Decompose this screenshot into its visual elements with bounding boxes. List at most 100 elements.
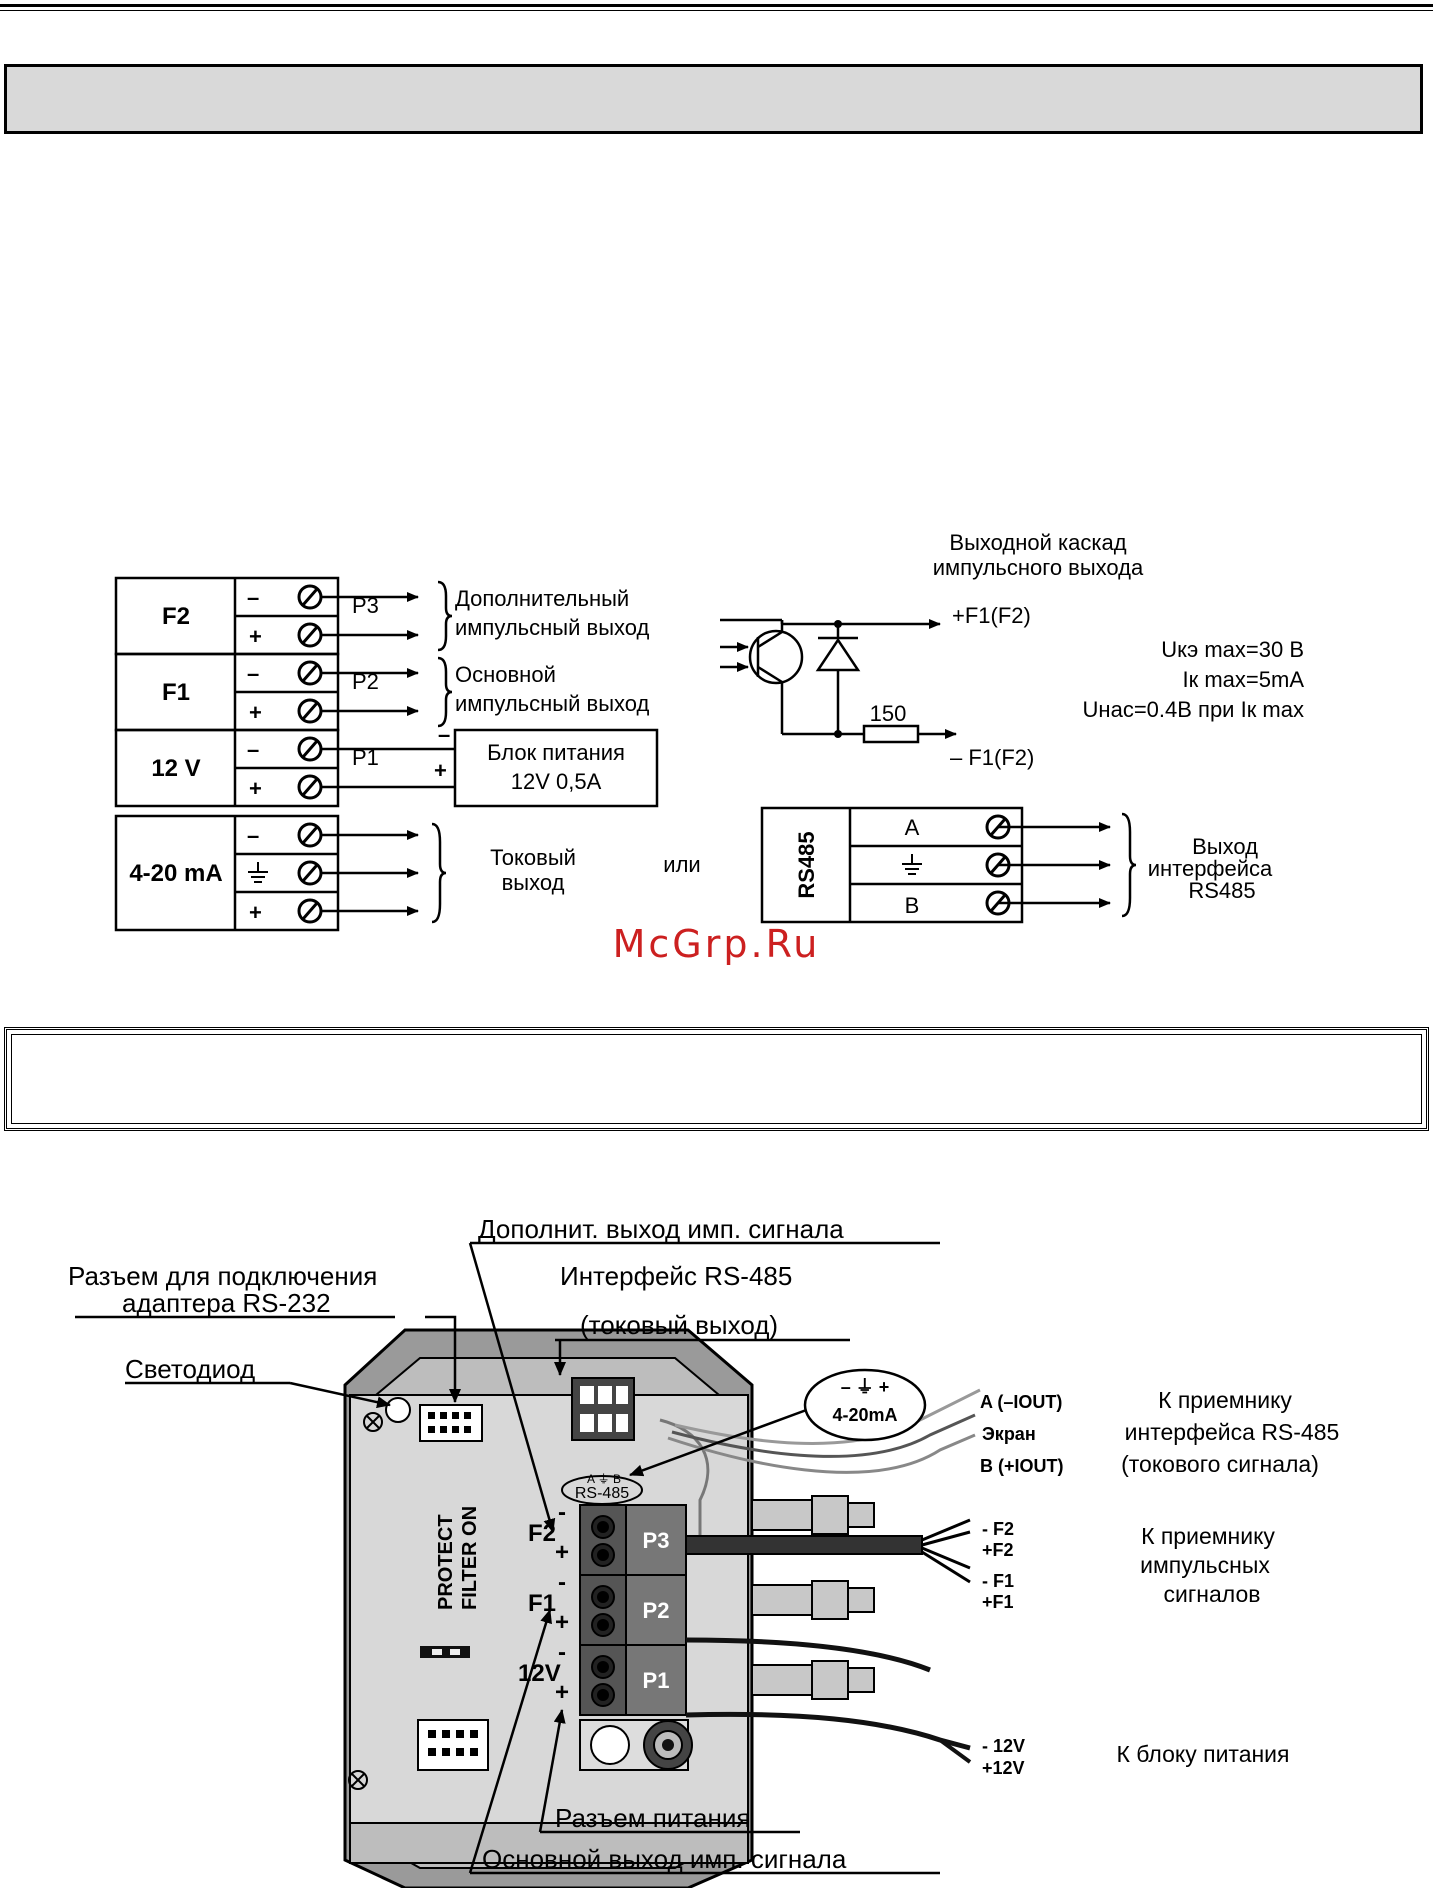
callout-main-out: Основной выход имп. сигнала	[482, 1844, 847, 1874]
sign-12v-minus: –	[247, 737, 259, 762]
bubble-4-20ma	[803, 1368, 927, 1442]
desc-aux-line1: Дополнительный	[455, 586, 629, 611]
recv-power: К блоку питания	[1117, 1741, 1290, 1767]
bracket-p2: Р2	[352, 669, 379, 694]
psu-line2: 12V 0,5A	[511, 769, 602, 794]
recv-rs485-line2: интерфейса RS-485	[1125, 1419, 1340, 1445]
bracket-p3: Р3	[352, 593, 379, 618]
svg-text:-: -	[558, 1569, 566, 1596]
bracket-p1: Р1	[352, 745, 379, 770]
bubble-signs: – ⏚ +	[841, 1377, 890, 1397]
v12-board-label: 12V	[518, 1660, 561, 1687]
power-connector	[579, 1719, 693, 1771]
mounting-screw-icon	[363, 1412, 383, 1432]
resistor-value: 150	[870, 701, 907, 726]
svg-text:+: +	[555, 1609, 569, 1636]
rs485-connector	[571, 1377, 635, 1441]
filter-jumper[interactable]	[420, 1646, 470, 1658]
rs485-row-b: B	[905, 893, 920, 918]
wire-screen: Экран	[982, 1424, 1036, 1444]
bubble-label: 4-20mA	[832, 1405, 897, 1425]
sign-ma-minus: –	[247, 823, 259, 848]
optocoupler-schematic	[720, 618, 957, 744]
svg-text:-: -	[558, 1639, 566, 1666]
recv-rs485-line1: К приемнику	[1158, 1387, 1292, 1413]
p2-label: P2	[643, 1598, 670, 1623]
callout-rs232-line1: Разъем для подключения	[68, 1261, 377, 1291]
p3-label: P3	[643, 1528, 670, 1553]
abk-mark: A ⏚ B	[587, 1472, 621, 1486]
wire-pf1: +F1	[982, 1592, 1014, 1612]
sign-f1-minus: –	[247, 661, 259, 686]
watermark: McGrp.Ru	[612, 922, 821, 966]
desc-main-line1: Основной	[455, 662, 556, 687]
current-out-line1: Токовый	[490, 845, 576, 870]
top-rule-thin	[0, 10, 1433, 11]
recv-rs485-line3: (токового сигнала)	[1121, 1451, 1319, 1477]
rs485-row-a: A	[905, 815, 920, 840]
sign-f1-plus: +	[249, 700, 262, 725]
filter-label: FILTER ON	[459, 1506, 481, 1610]
callout-rs232-line2: адаптера RS-232	[122, 1288, 331, 1318]
board-connection-diagram: PROTECT FILTER ON A ⏚ B RS-485 P3 P2 P1 …	[68, 1214, 1340, 1888]
rs485-out-line2: интерфейса	[1148, 856, 1273, 881]
header-band	[4, 64, 1423, 134]
screw-terminals	[297, 584, 323, 924]
wire-m12: - 12V	[982, 1736, 1025, 1756]
service-connector	[417, 1719, 489, 1771]
group-label-12v: 12 V	[151, 755, 200, 782]
sign-ma-plus: +	[249, 900, 262, 925]
group-label-4-20ma: 4-20 mA	[129, 860, 222, 887]
section-band	[4, 1027, 1429, 1131]
cable-glands	[751, 1495, 875, 1700]
led-icon	[385, 1397, 411, 1423]
desc-aux-line2: импульсный выход	[455, 615, 650, 640]
sign-f2-plus: +	[249, 624, 262, 649]
top-rule	[0, 4, 1433, 7]
rs485-board-mark: RS-485	[575, 1485, 629, 1502]
desc-main-line2: импульсный выход	[455, 691, 650, 716]
param-ik: Iк max=5mA	[1183, 667, 1305, 692]
f1-board-label: F1	[528, 1590, 556, 1617]
mounting-screw-icon	[348, 1770, 368, 1790]
current-out-line2: выход	[502, 870, 565, 895]
rs485-out-line3: RS485	[1188, 878, 1255, 903]
cascade-title-line1: Выходной каскад	[949, 530, 1126, 555]
wire-mf2: - F2	[982, 1519, 1014, 1539]
cascade-title-line2: импульсного выхода	[933, 555, 1144, 580]
rs485-block-label: RS485	[794, 831, 819, 898]
cascade-plus: +F1(F2)	[952, 603, 1031, 628]
wire-mf1: - F1	[982, 1571, 1014, 1591]
callout-aux-out: Дополнит. выход имп. сигнала	[478, 1214, 844, 1244]
protect-label: PROTECT	[435, 1514, 457, 1610]
cascade-minus: – F1(F2)	[950, 745, 1034, 770]
psu-minus: –	[438, 722, 450, 747]
callout-rs485-line2: (токовый выход)	[580, 1310, 778, 1340]
sign-f2-minus: –	[247, 585, 259, 610]
param-uce: Uкэ max=30 В	[1161, 637, 1304, 662]
svg-text:+: +	[555, 1539, 569, 1566]
or-label: или	[663, 852, 700, 877]
callout-rs485-line1: Интерфейс RS-485	[560, 1261, 792, 1291]
callout-power-conn: Разъем питания	[555, 1803, 750, 1833]
callout-led: Светодиод	[125, 1354, 255, 1384]
ground-icon	[248, 862, 268, 883]
rs232-connector	[419, 1404, 483, 1442]
recv-pulse-line1: К приемнику	[1141, 1523, 1275, 1549]
recv-pulse-line2: импульсных	[1140, 1552, 1270, 1578]
group-label-f1: F1	[162, 679, 190, 706]
wire-b: B (+IOUT)	[980, 1456, 1064, 1476]
svg-text:-: -	[558, 1499, 566, 1526]
group-label-f2: F2	[162, 603, 190, 630]
psu-line1: Блок питания	[487, 740, 625, 765]
wire-pf2: +F2	[982, 1540, 1014, 1560]
param-usat: Uнас=0.4В при Iк max	[1083, 697, 1304, 722]
wire-p12: +12V	[982, 1758, 1025, 1778]
recv-pulse-line3: сигналов	[1164, 1581, 1261, 1607]
wire-a: A (–IOUT)	[980, 1392, 1062, 1412]
rs485-out-line1: Выход	[1192, 834, 1258, 859]
psu-plus: +	[434, 758, 447, 783]
svg-text:+: +	[555, 1679, 569, 1706]
cables	[659, 1388, 981, 1764]
terminal-wiring-diagram: F2 F1 12 V 4-20 mA – + – + – + – +	[114, 530, 1305, 932]
